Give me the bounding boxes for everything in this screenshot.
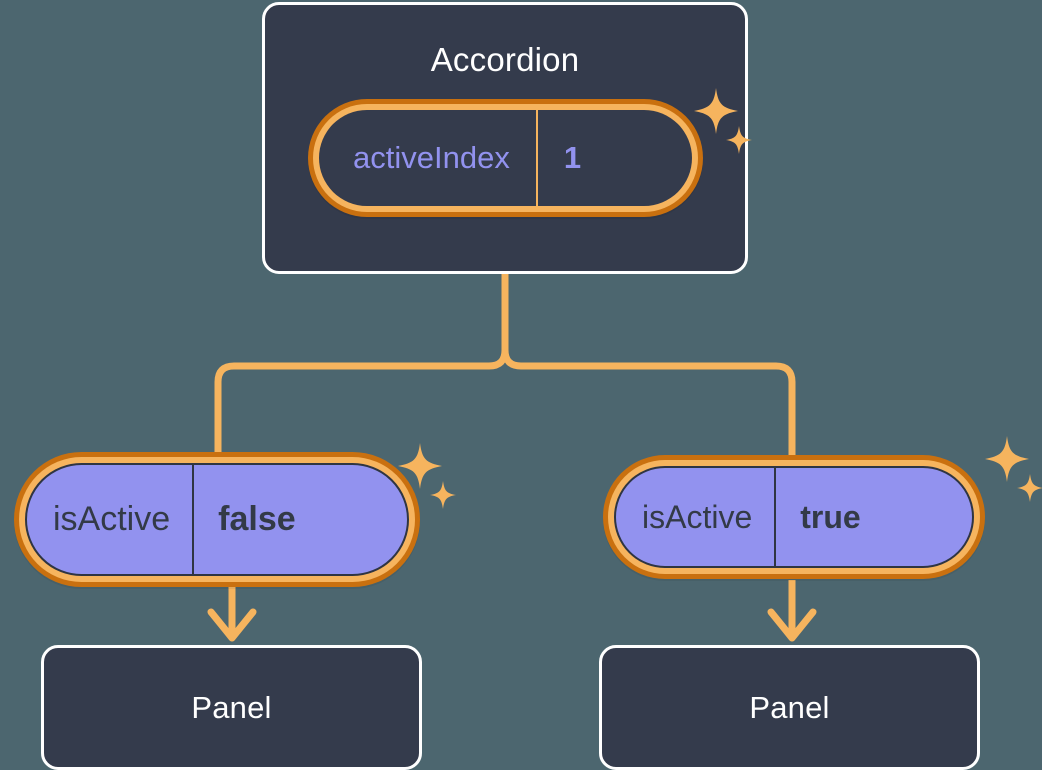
state-pill-body: isActive false	[25, 463, 409, 576]
state-value-is-active-right: true	[800, 498, 861, 535]
state-key-active-index: activeIndex	[319, 110, 538, 206]
state-pill-active-index[interactable]: activeIndex 1	[308, 99, 703, 217]
edge-accordion-to-right	[501, 270, 796, 470]
arrow-down-icon-right	[767, 580, 817, 642]
state-value-active-index: 1	[563, 140, 582, 175]
state-pill-body: isActive true	[614, 466, 974, 568]
state-pill-ring: activeIndex 1	[313, 104, 698, 212]
arrow-down-icon-left	[207, 580, 257, 642]
state-pill-is-active-right[interactable]: isActive true	[603, 455, 985, 579]
node-panel-right-title: Panel	[749, 689, 830, 725]
state-key-is-active-left: isActive	[27, 465, 195, 574]
edge-accordion-to-left	[214, 270, 509, 470]
node-panel-left-title: Panel	[191, 689, 272, 725]
state-pill-ring: isActive false	[19, 457, 415, 582]
state-pill-is-active-left[interactable]: isActive false	[14, 452, 420, 587]
state-value-is-active-left: false	[218, 500, 296, 538]
state-pill-ring: isActive true	[608, 460, 980, 574]
node-accordion-title: Accordion	[430, 41, 580, 78]
state-key-is-active-right: isActive	[616, 468, 777, 566]
node-panel-left[interactable]: Panel	[41, 645, 422, 770]
state-pill-body: activeIndex 1	[319, 110, 692, 206]
node-panel-right[interactable]: Panel	[599, 645, 980, 770]
